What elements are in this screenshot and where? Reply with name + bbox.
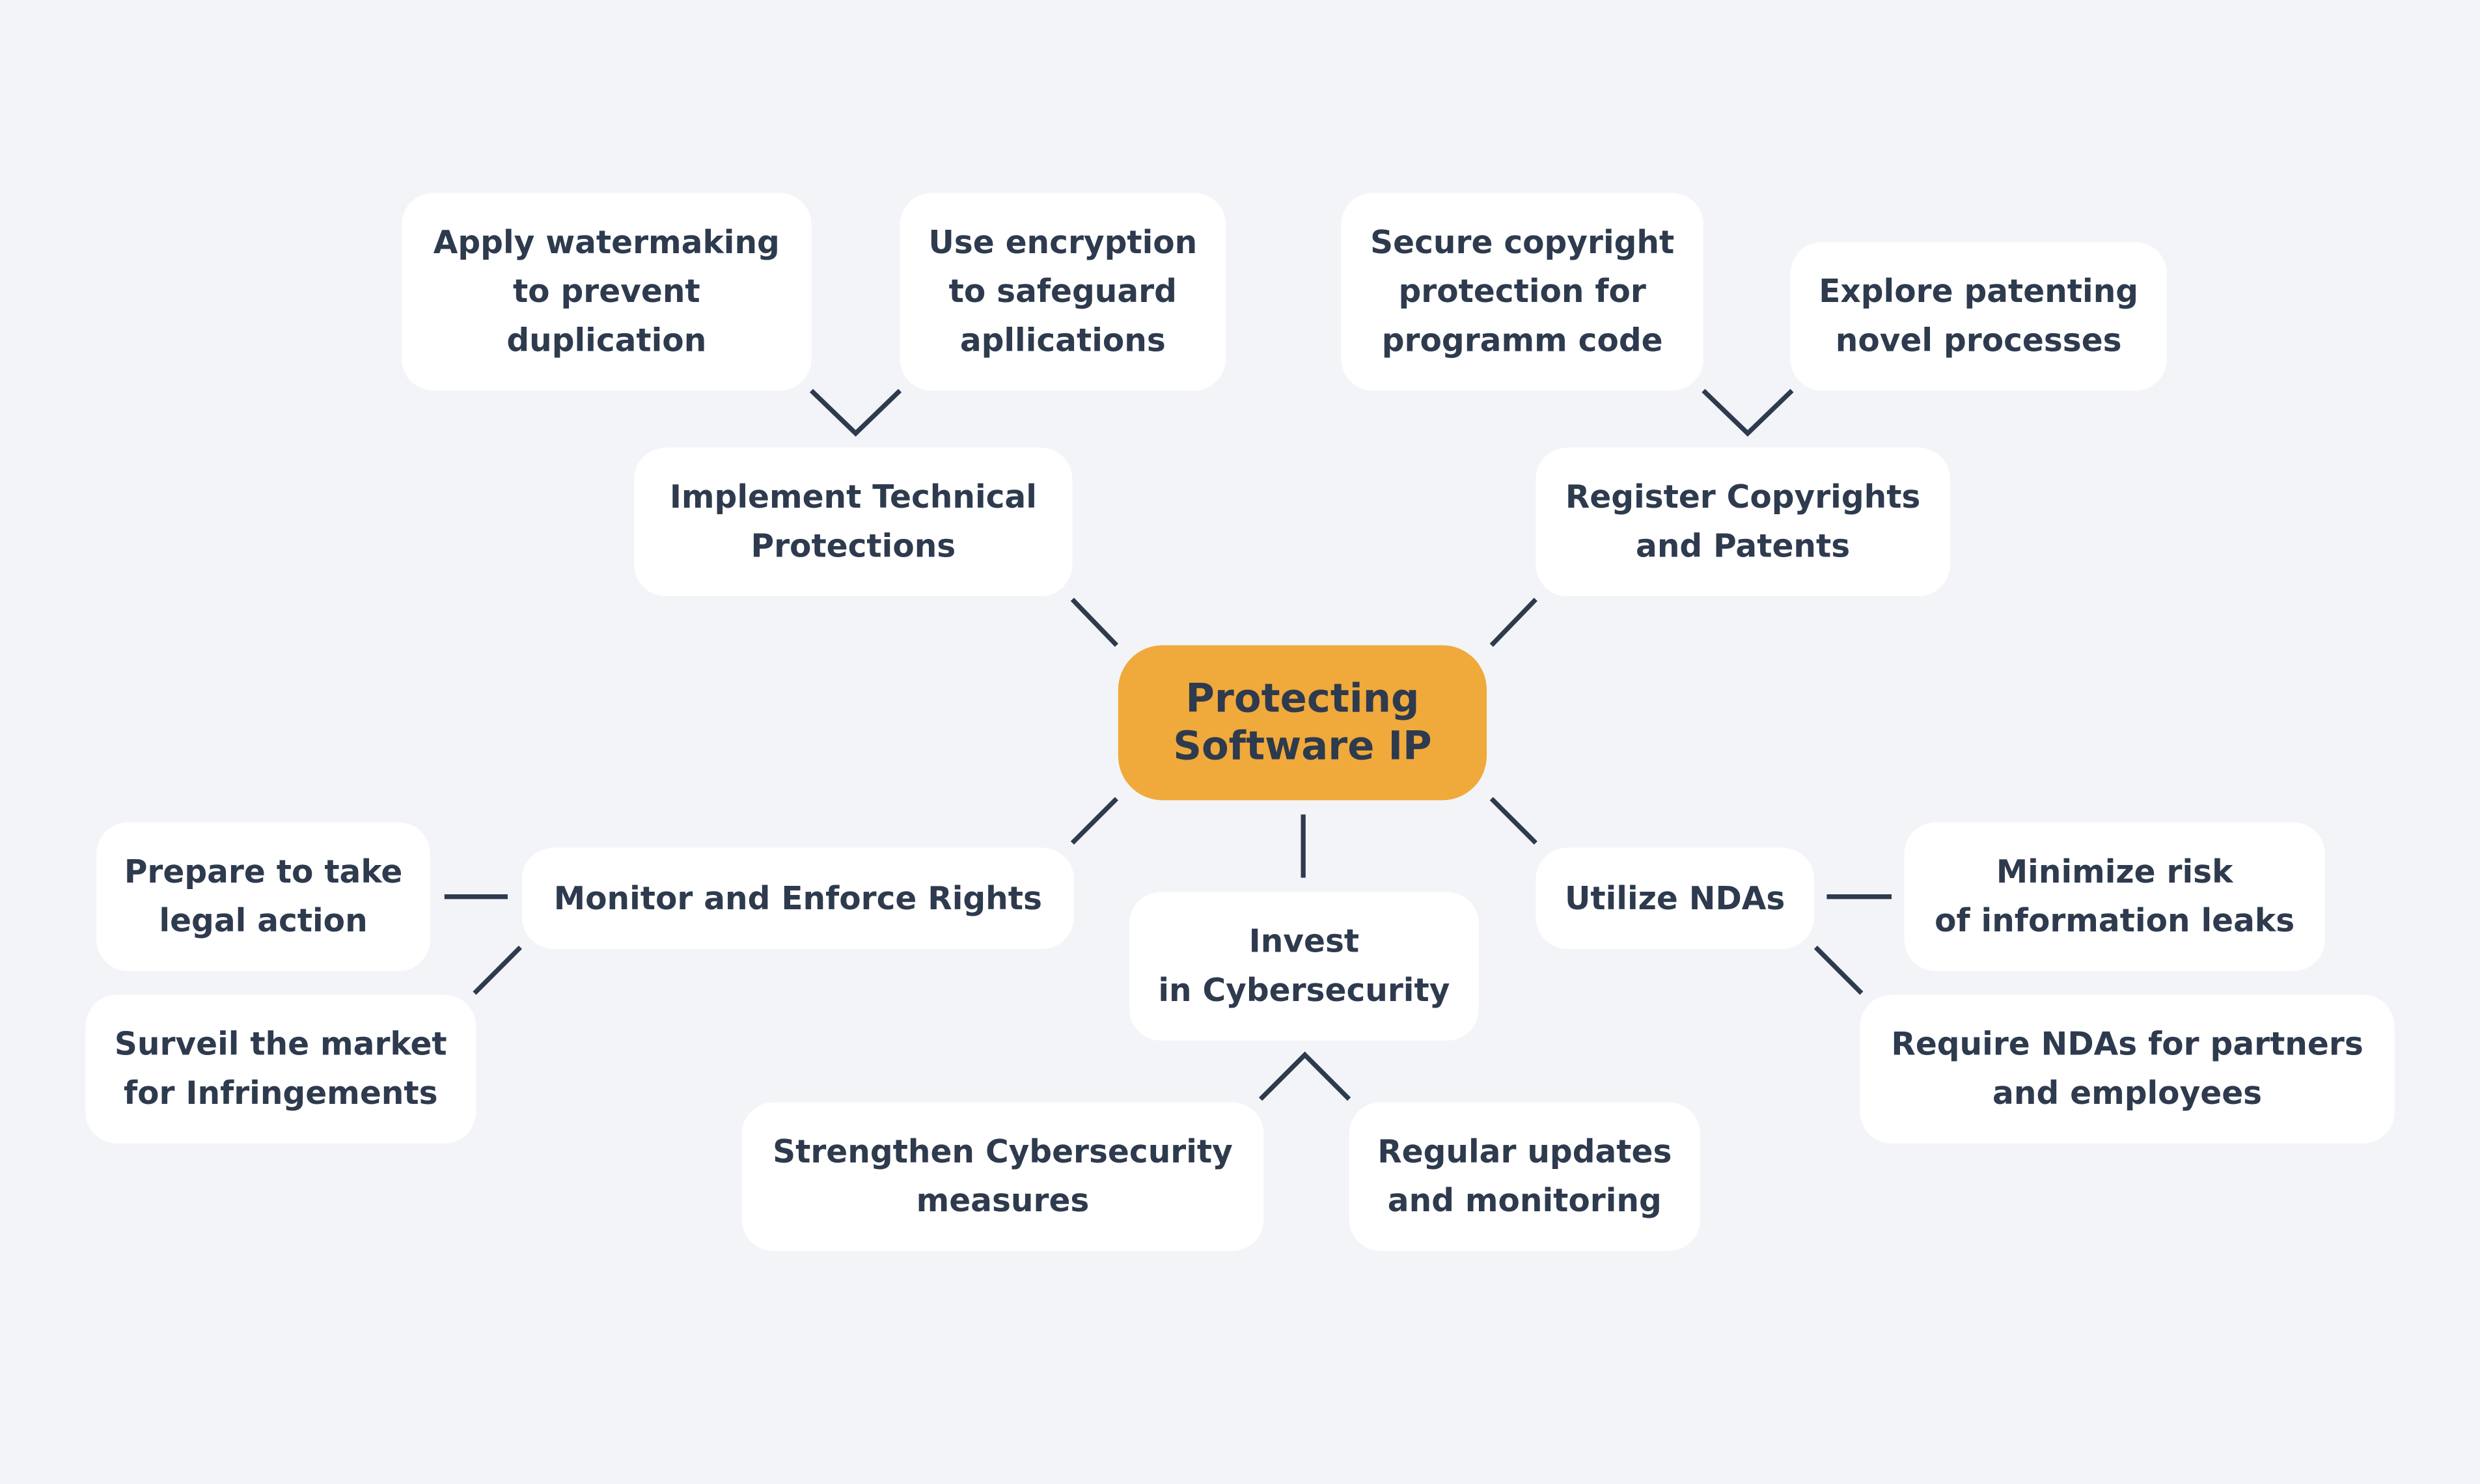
branch-ndas[interactable]: Utilize NDAs: [1536, 847, 1814, 949]
branch-technical-protections[interactable]: Implement Technical Protections: [634, 447, 1073, 597]
leaf-patenting[interactable]: Explore patenting novel processes: [1790, 241, 2167, 391]
branch-monitor-enforce[interactable]: Monitor and Enforce Rights: [521, 847, 1074, 949]
connector-copyrights-leaves: [1702, 389, 1794, 437]
leaf-regular-updates[interactable]: Regular updates and monitoring: [1349, 1102, 1701, 1251]
connector-require-ndas: [1813, 945, 1864, 995]
connector-technical: [1070, 598, 1119, 647]
leaf-legal-action[interactable]: Prepare to take legal action: [96, 822, 430, 971]
connector-surveil: [473, 945, 522, 995]
central-topic[interactable]: Protecting Software IP: [1118, 645, 1487, 801]
connector-copyrights: [1489, 598, 1537, 647]
leaf-copyright-code[interactable]: Secure copyright protection for programm…: [1341, 193, 1703, 391]
leaf-watermark[interactable]: Apply watermaking to prevent duplication: [402, 193, 812, 391]
connector-technical-leaves: [809, 389, 902, 437]
leaf-strengthen-cybersecurity[interactable]: Strengthen Cybersecurity measures: [741, 1102, 1264, 1251]
branch-copyrights-patents[interactable]: Register Copyrights and Patents: [1536, 447, 1950, 597]
leaf-encryption[interactable]: Use encryption to safeguard apllications: [900, 193, 1226, 391]
branch-cybersecurity[interactable]: Invest in Cybersecurity: [1129, 892, 1479, 1041]
leaf-require-ndas[interactable]: Require NDAs for partners and employees: [1860, 995, 2395, 1144]
connector-monitor: [1070, 797, 1119, 845]
leaf-minimize-leaks[interactable]: Minimize risk of information leaks: [1904, 822, 2325, 971]
connector-ndas: [1489, 797, 1537, 845]
connector-cyber-leaves: [1258, 1051, 1351, 1101]
leaf-surveil-market[interactable]: Surveil the market for Infringements: [85, 995, 476, 1144]
